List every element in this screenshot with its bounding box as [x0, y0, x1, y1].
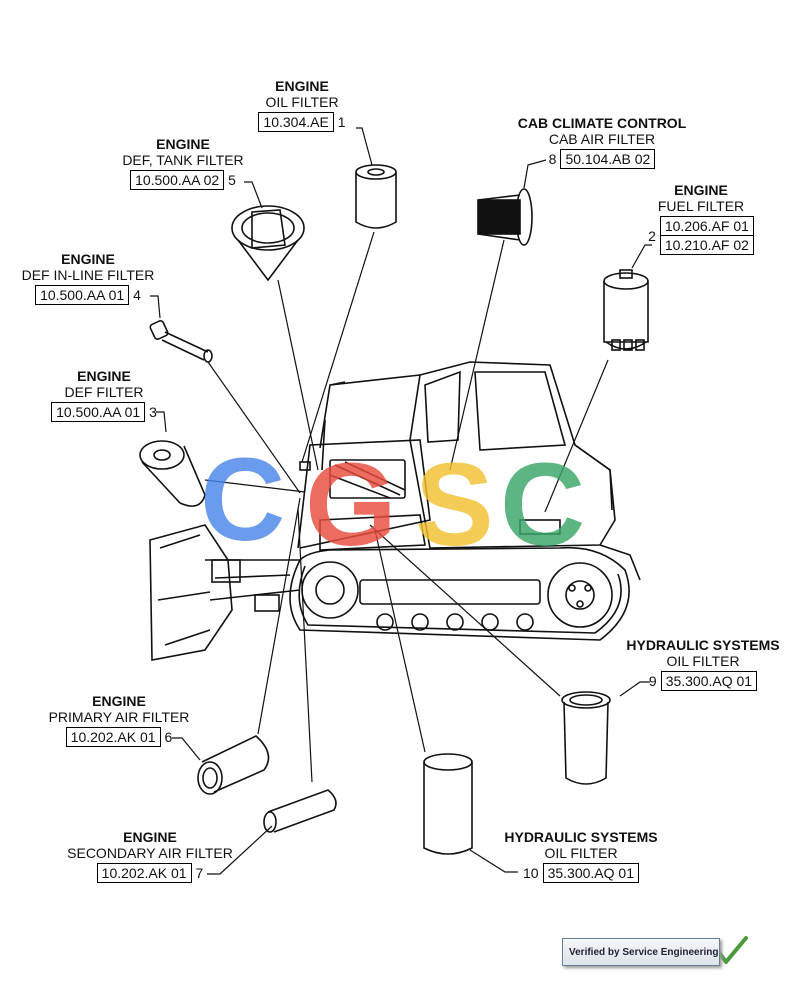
part-number-box[interactable]: 50.104.AB 02 — [560, 149, 656, 169]
item-number: 4 — [133, 287, 141, 303]
callout-7: ENGINE SECONDARY AIR FILTER 10.202.AK 01… — [62, 829, 238, 883]
part-number-box[interactable]: 10.202.AK 01 — [65, 727, 161, 747]
callout-2: ENGINE FUEL FILTER 2 10.206.AF 01 10.210… — [636, 182, 766, 255]
blade-cylinder — [211, 559, 241, 583]
part-number-box[interactable]: 10.202.AK 01 — [96, 863, 192, 883]
callout-system: ENGINE — [92, 693, 146, 709]
part-number-box[interactable]: 10.500.AA 02 — [130, 170, 225, 190]
primary-air-filter-part — [197, 735, 270, 795]
item-number: 3 — [149, 404, 157, 420]
def-filter-part — [139, 440, 206, 507]
part-number-box[interactable]: 10.500.AA 01 — [35, 285, 130, 305]
verified-check-icon — [714, 936, 748, 964]
callout-system: HYDRAULIC SYSTEMS — [626, 637, 780, 653]
track-rollers — [376, 613, 534, 631]
cab-door-window — [424, 370, 461, 443]
watermark-letter: S — [415, 439, 494, 571]
leader-lines — [150, 127, 652, 875]
hydraulic-oil-filter-9-part — [561, 691, 611, 785]
callout-component: FUEL FILTER — [657, 198, 745, 214]
def-inline-filter-part — [149, 319, 213, 363]
callout-component: OIL FILTER — [666, 653, 740, 669]
track-assembly — [289, 546, 630, 641]
cgsc-watermark: C G S C — [200, 434, 585, 571]
callout-3: ENGINE DEF FILTER 10.500.AA 01 3 — [42, 368, 166, 422]
callout-system: ENGINE — [123, 829, 177, 845]
callout-5: ENGINE DEF, TANK FILTER 10.500.AA 02 5 — [118, 136, 248, 190]
verified-badge-text: Verified by Service Engineering — [569, 946, 719, 958]
engine-oil-filter-part — [355, 164, 397, 229]
verified-badge: Verified by Service Engineering — [562, 938, 720, 966]
callout-system: ENGINE — [77, 368, 131, 384]
item-number: 2 — [648, 227, 656, 244]
callout-10: HYDRAULIC SYSTEMS OIL FILTER 10 35.300.A… — [496, 829, 666, 883]
hood-grille — [329, 459, 406, 499]
callout-system: ENGINE — [275, 78, 329, 94]
cab-side-window — [474, 371, 567, 451]
callout-component: DEF FILTER — [64, 384, 144, 400]
watermark-letter: G — [305, 439, 397, 571]
callout-1: ENGINE OIL FILTER 10.304.AE 1 — [252, 78, 352, 132]
callout-component: DEF IN-LINE FILTER — [21, 267, 155, 283]
part-number-box[interactable]: 35.300.AQ 01 — [660, 671, 758, 691]
drive-sprocket — [547, 562, 613, 628]
def-tank-filter-part — [231, 205, 305, 282]
secondary-air-filter-part — [263, 789, 337, 833]
callout-6: ENGINE PRIMARY AIR FILTER 10.202.AK 01 6 — [44, 693, 194, 747]
item-number: 9 — [648, 673, 657, 689]
item-number: 7 — [195, 865, 204, 881]
engine-hood — [297, 439, 431, 549]
fuel-filter-part — [603, 269, 649, 351]
watermark-letter: C — [500, 439, 585, 571]
callout-component: DEF, TANK FILTER — [122, 152, 244, 168]
callout-system: ENGINE — [156, 136, 210, 152]
callout-component: OIL FILTER — [544, 845, 618, 861]
item-number: 5 — [228, 172, 236, 188]
filter-illustrations — [139, 164, 649, 855]
callout-system: ENGINE — [61, 251, 115, 267]
part-number-box[interactable]: 10.210.AF 02 — [659, 236, 754, 255]
item-number: 1 — [337, 114, 346, 130]
part-number-box[interactable]: 35.300.AQ 01 — [542, 863, 639, 883]
callout-system: CAB CLIMATE CONTROL — [517, 115, 687, 131]
dozer-illustration — [149, 361, 641, 661]
part-number-box[interactable]: 10.206.AF 01 — [659, 216, 754, 236]
callout-component: OIL FILTER — [265, 94, 339, 110]
callout-component: CAB AIR FILTER — [548, 131, 656, 147]
item-number: 8 — [548, 151, 557, 167]
hydraulic-oil-filter-10-part — [423, 753, 473, 855]
callout-component: PRIMARY AIR FILTER — [48, 709, 190, 725]
callout-component: SECONDARY AIR FILTER — [67, 845, 233, 861]
callout-8: CAB CLIMATE CONTROL CAB AIR FILTER 8 50.… — [512, 115, 692, 169]
callout-system: HYDRAULIC SYSTEMS — [504, 829, 658, 845]
callout-9: HYDRAULIC SYSTEMS OIL FILTER 9 35.300.AQ… — [618, 637, 788, 691]
part-number-box[interactable]: 10.500.AA 01 — [51, 402, 146, 422]
item-number: 6 — [164, 729, 173, 745]
cab-air-filter-part — [477, 188, 533, 246]
item-number: 10 — [523, 865, 539, 881]
watermark-letter: C — [200, 434, 285, 566]
part-number-box[interactable]: 10.304.AE — [258, 112, 334, 132]
callout-4: ENGINE DEF IN-LINE FILTER 10.500.AA 01 4 — [18, 251, 158, 305]
callout-system: ENGINE — [674, 182, 728, 198]
dozer-blade — [149, 524, 233, 661]
